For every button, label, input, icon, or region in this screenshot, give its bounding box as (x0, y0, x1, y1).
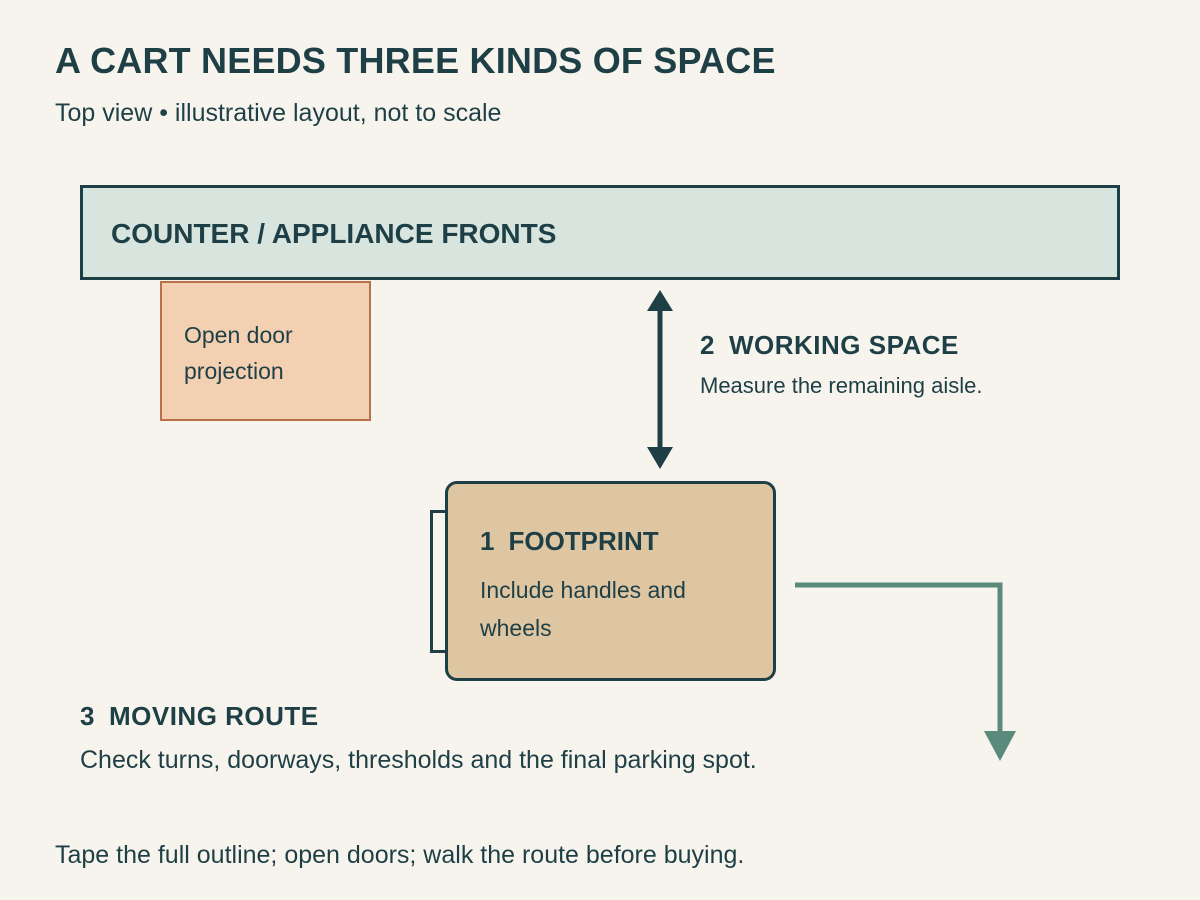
counter-appliance-fronts: COUNTER / APPLIANCE FRONTS (80, 185, 1120, 280)
working-space-arrow-head-up (647, 290, 673, 311)
footprint-number: 1 (480, 526, 495, 556)
working-space-title: WORKING SPACE (728, 330, 959, 360)
working-space-heading: 2 WORKING SPACE (700, 330, 959, 361)
page-title: A CART NEEDS THREE KINDS OF SPACE (55, 40, 776, 81)
working-space-arrow (647, 290, 673, 469)
page-subtitle: Top view • illustrative layout, not to s… (55, 99, 502, 127)
moving-route-heading: 3 MOVING ROUTE (80, 701, 319, 732)
moving-route-body: Check turns, doorways, thresholds and th… (80, 746, 757, 774)
counter-label: COUNTER / APPLIANCE FRONTS (111, 218, 557, 249)
moving-route-arrow-head (984, 731, 1016, 761)
working-space-number: 2 (700, 330, 715, 360)
moving-route-arrow (795, 582, 1016, 761)
moving-route-number: 3 (80, 701, 95, 731)
door-label: Open door projection (184, 322, 293, 384)
footprint-body: Include handles and wheels (480, 577, 686, 641)
working-space-body: Measure the remaining aisle. (700, 373, 983, 398)
moving-route-arrow-line (795, 582, 1003, 738)
moving-route-title: MOVING ROUTE (108, 701, 319, 731)
footer-note: Tape the full outline; open doors; walk … (55, 841, 745, 869)
footprint-heading: 1 FOOTPRINT (480, 526, 659, 557)
cart-footprint: 1 FOOTPRINT Include handles and wheels (445, 481, 776, 681)
open-door-projection: Open door projection (160, 281, 371, 421)
working-space-arrow-head-down (647, 447, 673, 469)
footprint-title: FOOTPRINT (508, 526, 659, 556)
